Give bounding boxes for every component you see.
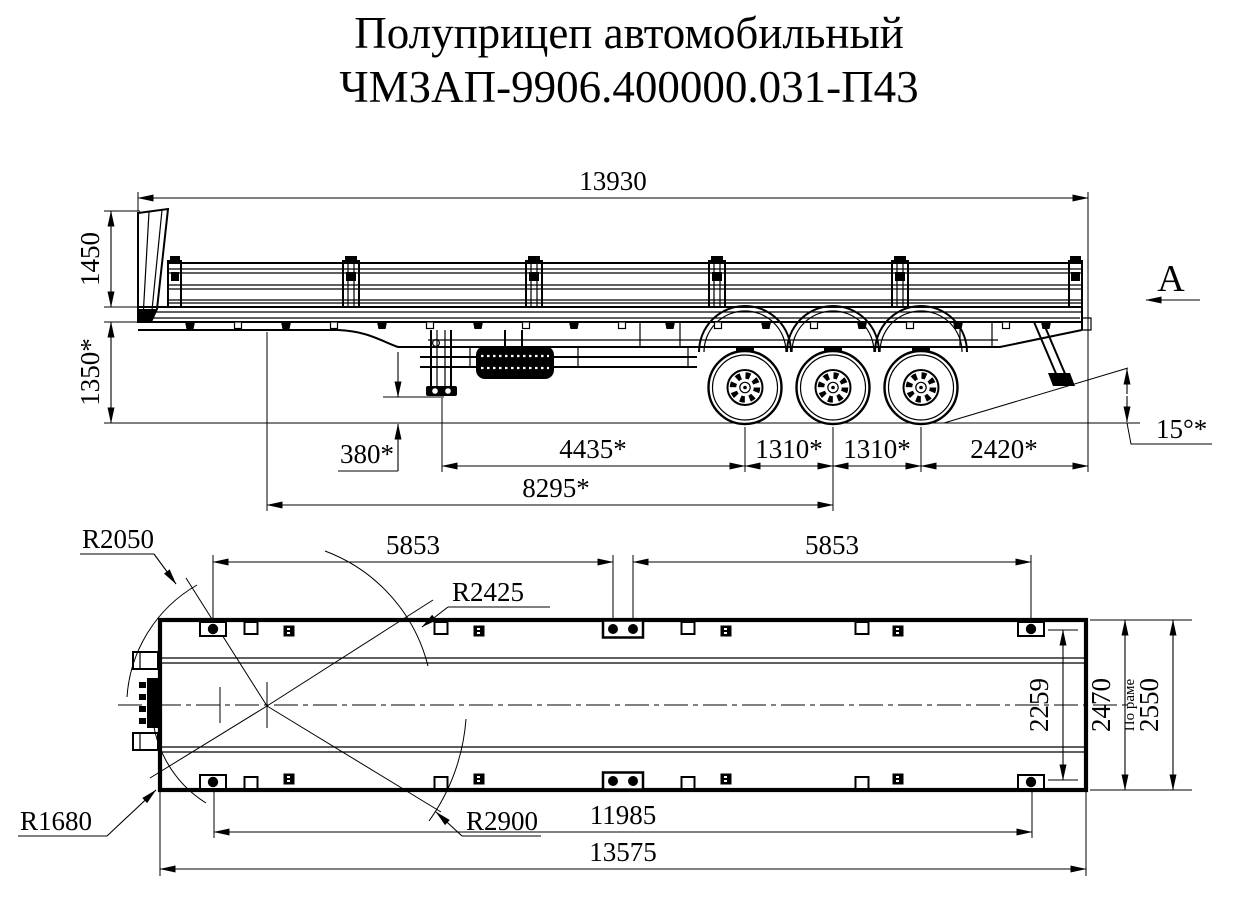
side-view-dimensions: 13930 1450 1350* 380* 4435* 1310* 1310* … [75,166,1212,511]
title-line-1: Полуприцеп автомобильный [354,8,904,58]
dim-axle-spacing-1: 1310* [755,434,823,464]
departure-angle-line [943,367,1129,424]
wheels [707,349,959,426]
radius-construction-lines [149,577,442,813]
swing-arc-r2425 [324,550,429,667]
dim-ring-span-left: 5853 [386,530,440,560]
dim-rear-overhang: 2420* [970,434,1038,464]
plan-view-drawing: 5853 5853 R2050 R2425 R1680 R2900 11985 … [18,524,1192,876]
sideboard-plank-lines [168,268,1082,304]
front-wall-foot [139,309,158,322]
dim-swing-radius-mid: R2425 [452,577,524,607]
wheel [707,349,783,426]
dim-swing-radius-front: R2050 [82,524,154,554]
kingpin-marks [219,682,268,728]
dim-overall-width: 2550 [1134,678,1164,732]
dim-kingpin-to-bogie: 8295* [522,473,590,503]
deck-hooks [185,321,1051,330]
platform-floor-lines [138,311,1082,319]
swing-arc-r2050 [126,584,198,698]
view-arrow-label: А [1157,258,1185,300]
front-wall-inner-lines [142,209,163,319]
side-view-drawing: 13930 1450 1350* 380* 4435* 1310* 1310* … [75,166,1212,511]
landing-gear [426,330,457,396]
wheel [795,349,871,426]
dim-swing-radius-front-corner: R1680 [20,806,92,836]
frame-crossmembers [639,322,993,347]
drawing-title: Полуприцеп автомобильный ЧМЗАП-9906.4000… [48,6,1210,114]
dim-departure-angle: 15°* [1156,414,1207,444]
dim-ring-span-right: 5853 [805,530,859,560]
rear-support [1033,317,1092,386]
dim-overall-length: 13930 [579,166,647,196]
dim-frame-width-note: По раме [1122,678,1138,731]
dim-ground-clearance: 380* [340,439,394,469]
dim-loading-height: 1350* [75,338,105,406]
plan-view-dimensions: 5853 5853 R2050 R2425 R1680 R2900 11985 … [18,524,1192,876]
guard-rail-hangers [469,347,689,367]
air-tank [476,330,554,379]
dim-support-to-axle1: 4435* [559,434,627,464]
wheel [883,349,959,426]
dim-platform-length: 13575 [589,837,657,867]
dim-ring-span-total: 11985 [590,800,657,830]
title-line-2: ЧМЗАП-9906.400000.031-П43 [339,62,919,112]
side-guard-rails [420,356,697,368]
swing-arc-r2900 [428,718,467,822]
dim-inner-width: 2259 [1024,678,1054,732]
dim-body-height: 1450 [75,232,105,286]
dim-frame-width: 2470 [1086,678,1116,732]
frame-rails [162,657,1084,753]
dim-axle-spacing-2: 1310* [843,434,911,464]
platform-floor [138,306,1082,323]
front-fittings [132,651,159,751]
frame-underside [138,329,1083,348]
